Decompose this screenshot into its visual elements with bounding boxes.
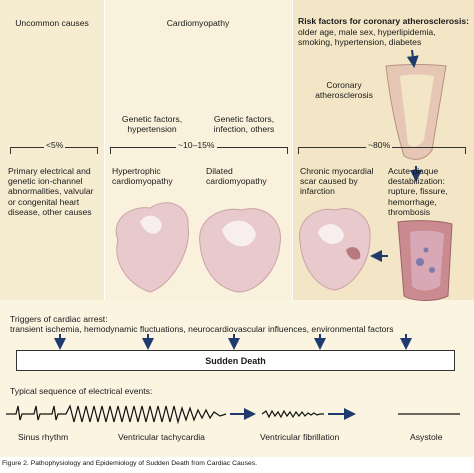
risk-factors-title: Risk factors for coronary atherosclerosi… bbox=[298, 16, 469, 26]
arrow-icon bbox=[406, 49, 419, 68]
scarred-heart-icon bbox=[299, 208, 371, 291]
dilated-heart-icon bbox=[199, 208, 281, 293]
percent-coronary: ~80% bbox=[366, 140, 393, 150]
hypertrophic-heart-icon bbox=[115, 202, 190, 293]
label-ventricular-fibrillation: Ventricular fibrillation bbox=[260, 432, 340, 442]
hypertrophic-label: Hypertrophic cardiomyopathy bbox=[112, 166, 173, 187]
figure-caption: Figure 2. Pathophysiology and Epidemiolo… bbox=[2, 460, 258, 467]
risk-factors-list: older age, male sex, hyperlipidemia, smo… bbox=[298, 27, 436, 48]
factors-hypertrophic: Genetic factors, hypertension bbox=[121, 114, 183, 135]
uncommon-causes-list: Primary electrical and genetic ion-chann… bbox=[8, 166, 94, 217]
triggers-list: transient ischemia, hemodynamic fluctuat… bbox=[10, 324, 394, 334]
scar-label: Chronic myocardial scar caused by infarc… bbox=[300, 166, 374, 197]
label-asystole: Asystole bbox=[410, 432, 443, 442]
sudden-death-label: Sudden Death bbox=[205, 355, 266, 366]
divider bbox=[292, 0, 293, 300]
trigger-arrows bbox=[54, 334, 412, 350]
factors-dilated: Genetic factors, infection, others bbox=[213, 114, 275, 135]
column-title-uncommon: Uncommon causes bbox=[15, 18, 89, 28]
sudden-death-box: Sudden Death bbox=[16, 350, 455, 371]
lower-band bbox=[0, 300, 474, 457]
label-ventricular-tachycardia: Ventricular tachycardia bbox=[118, 432, 205, 442]
panel-uncommon bbox=[0, 0, 104, 300]
plaque-rupture-icon bbox=[397, 220, 453, 301]
ecg-trace bbox=[6, 404, 460, 425]
divider bbox=[104, 0, 105, 300]
triggers-title: Triggers of cardiac arrest: bbox=[10, 314, 108, 324]
dilated-label: Dilated cardiomyopathy bbox=[206, 166, 267, 187]
percent-cardiomyopathy: ~10–15% bbox=[176, 140, 217, 150]
sequence-title: Typical sequence of electrical events: bbox=[10, 386, 153, 396]
coronary-atherosclerosis-label: Coronary atherosclerosis bbox=[315, 80, 373, 101]
column-title-cardiomyopathy: Cardiomyopathy bbox=[166, 18, 230, 28]
coronary-vessel-icon bbox=[385, 64, 447, 160]
percent-uncommon: <5% bbox=[44, 140, 66, 150]
label-sinus-rhythm: Sinus rhythm bbox=[18, 432, 69, 442]
plaque-label: Acute plaque destabilization: rupture, f… bbox=[388, 166, 448, 217]
